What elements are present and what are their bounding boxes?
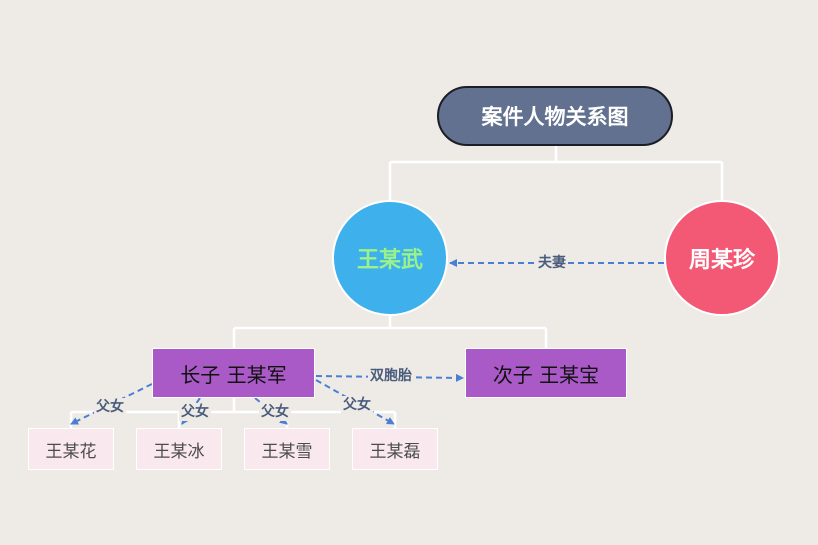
child-node-1: 王某花 xyxy=(28,428,114,470)
father-daughter-label-4: 父女 xyxy=(341,396,373,414)
twins-label: 双胞胎 xyxy=(368,367,414,385)
father-daughter-label-2: 父女 xyxy=(179,403,211,421)
father-daughter-label-3: 父女 xyxy=(259,403,291,421)
child-name: 王某雪 xyxy=(261,441,313,462)
father-node: 王某武 xyxy=(332,200,448,316)
father-name: 王某武 xyxy=(356,248,423,273)
younger-son-name: 次子 王某宝 xyxy=(492,362,600,387)
younger-son-node: 次子 王某宝 xyxy=(465,348,627,398)
spouse-label: 夫妻 xyxy=(536,254,568,272)
child-node-2: 王某冰 xyxy=(136,428,222,470)
father-daughter-label-1: 父女 xyxy=(94,398,126,416)
child-name: 王某磊 xyxy=(369,441,421,462)
child-name: 王某花 xyxy=(45,441,97,462)
diagram-title: 案件人物关系图 xyxy=(437,86,673,146)
child-node-4: 王某磊 xyxy=(352,428,438,470)
child-node-3: 王某雪 xyxy=(244,428,330,470)
child-name: 王某冰 xyxy=(153,441,205,462)
elder-son-name: 长子 王某军 xyxy=(180,362,287,387)
mother-node: 周某珍 xyxy=(664,200,780,316)
elder-son-node: 长子 王某军 xyxy=(152,348,315,398)
mother-name: 周某珍 xyxy=(688,248,755,273)
